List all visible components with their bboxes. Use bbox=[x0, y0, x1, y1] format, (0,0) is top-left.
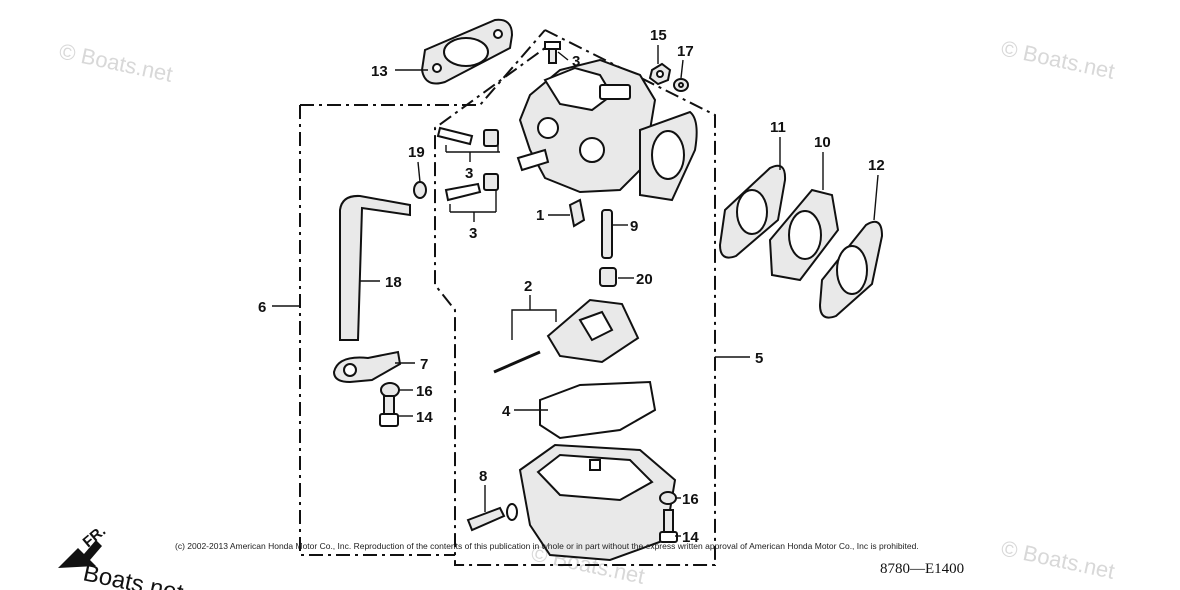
assembly-6-boundary bbox=[299, 29, 546, 556]
callout-15: 15 bbox=[650, 27, 667, 44]
watermark-large: Boats.net bbox=[81, 559, 186, 590]
callout-14-left: 14 bbox=[416, 409, 433, 426]
callout-8: 8 bbox=[479, 468, 487, 485]
gasket-12 bbox=[818, 220, 884, 319]
float-2 bbox=[493, 298, 640, 374]
nut-15 bbox=[648, 62, 672, 86]
callout-16-left: 16 bbox=[416, 383, 433, 400]
screw-3-top bbox=[544, 41, 561, 64]
callout-4: 4 bbox=[502, 403, 511, 420]
callout-2: 2 bbox=[524, 278, 532, 295]
washer-16-left bbox=[380, 382, 400, 398]
copyright-notice: (c) 2002-2013 American Honda Motor Co., … bbox=[175, 541, 919, 551]
callout-6: 6 bbox=[258, 299, 266, 316]
callout-3-lower: 3 bbox=[469, 225, 477, 242]
insulator-10 bbox=[768, 188, 840, 282]
callout-9: 9 bbox=[630, 218, 638, 235]
leader-lines bbox=[272, 45, 879, 537]
washer-17 bbox=[673, 78, 689, 92]
callout-3-top: 3 bbox=[572, 53, 580, 70]
callout-3-middle: 3 bbox=[465, 165, 473, 182]
fuel-hose-18 bbox=[339, 194, 411, 341]
bolt-14-left bbox=[379, 395, 399, 427]
diagram-code: 8780—E1400 bbox=[880, 561, 964, 577]
callout-16-right: 16 bbox=[682, 491, 699, 508]
float-pin-1 bbox=[568, 198, 586, 228]
callout-7: 7 bbox=[420, 356, 428, 373]
gasket-13 bbox=[420, 18, 514, 85]
callout-14-right: 14 bbox=[682, 529, 699, 546]
assembly-5-boundary bbox=[434, 29, 716, 566]
main-jet-20 bbox=[599, 267, 617, 287]
carburetor-body bbox=[516, 58, 698, 202]
callout-17: 17 bbox=[677, 43, 694, 60]
front-arrow-icon bbox=[58, 540, 102, 568]
callout-labels: 13 3 15 17 19 3 3 1 9 20 2 4 6 18 7 16 1… bbox=[258, 27, 885, 546]
screw-spring-3-upper bbox=[436, 126, 499, 147]
callout-12: 12 bbox=[868, 157, 885, 174]
hose-holder-7 bbox=[332, 350, 402, 384]
callout-10: 10 bbox=[814, 134, 831, 151]
watermark-bottom-right: © Boats.net bbox=[999, 535, 1117, 583]
drain-screw-8 bbox=[466, 503, 518, 532]
float-chamber-gasket-4 bbox=[539, 380, 657, 440]
callout-20: 20 bbox=[636, 271, 653, 288]
callout-1: 1 bbox=[536, 207, 544, 224]
watermark-top-left: © Boats.net bbox=[57, 38, 175, 86]
front-direction-indicator: FR. Boats.net bbox=[58, 523, 186, 590]
hose-clip-19 bbox=[413, 181, 427, 199]
callout-18: 18 bbox=[385, 274, 402, 291]
watermark-top-right: © Boats.net bbox=[999, 35, 1117, 83]
front-label: FR. bbox=[80, 523, 109, 552]
callout-11: 11 bbox=[770, 119, 786, 136]
callout-13: 13 bbox=[371, 63, 388, 80]
main-nozzle-9 bbox=[601, 209, 613, 259]
callout-5: 5 bbox=[755, 350, 763, 367]
screw-spring-3-lower bbox=[444, 173, 499, 202]
gasket-11 bbox=[718, 164, 787, 259]
bolt-14-right bbox=[659, 509, 678, 543]
washer-16-right bbox=[659, 491, 677, 505]
callout-19: 19 bbox=[408, 144, 425, 161]
